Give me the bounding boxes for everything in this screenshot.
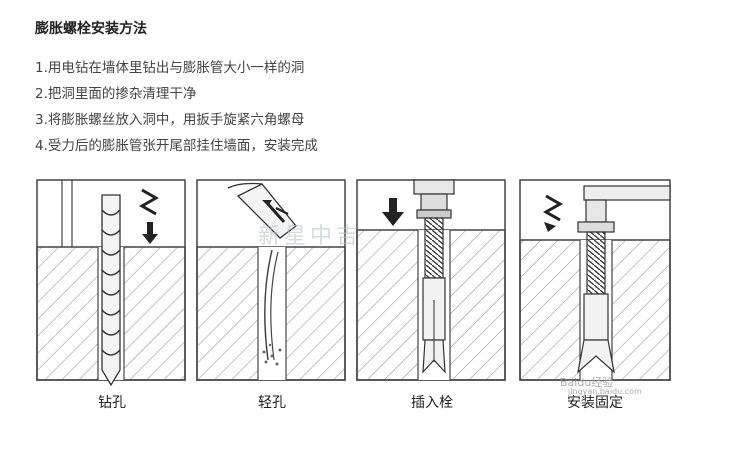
down-arrow-icon [382,198,404,226]
panel-clean [196,179,346,381]
caption-insert: 插入栓 [411,395,453,411]
caption-clean: 轻孔 [258,395,286,411]
wrench [577,185,671,233]
caption-fix: 安装固定 [567,395,623,411]
rotate-arrow-icon [542,194,564,232]
list-item: 2.把洞里面的掺杂清理干净 [35,86,197,102]
watermark-corner-sub: jingyan.baidu.com [568,387,642,396]
watermark: 新星中吉 [258,224,363,249]
down-arrow-icon [142,222,158,244]
list-item: 1.用电钻在墙体里钻出与膨胀管大小一样的洞 [35,60,305,76]
caption-drill: 钻孔 [98,395,126,411]
page-title: 膨胀螺栓安装方法 [35,21,147,37]
panel-drill [36,179,186,387]
blow-arrow-icon [262,200,289,223]
panel-fix [519,179,671,381]
list-item: 3.将膨胀螺丝放入洞中，用扳手旋紧六角螺母 [35,112,305,128]
step-list: 1.用电钻在墙体里钻出与膨胀管大小一样的洞 2.把洞里面的掺杂清理干净 3.将膨… [35,55,318,159]
panel-insert [356,179,506,381]
list-item: 4.受力后的膨胀管张开尾部挂住墙面，安装完成 [35,138,318,154]
watermark-corner: Baidu经验 [560,376,614,389]
blower-nozzle [227,182,297,239]
drill-bit [101,194,121,387]
rotate-arrow-icon [138,188,160,216]
